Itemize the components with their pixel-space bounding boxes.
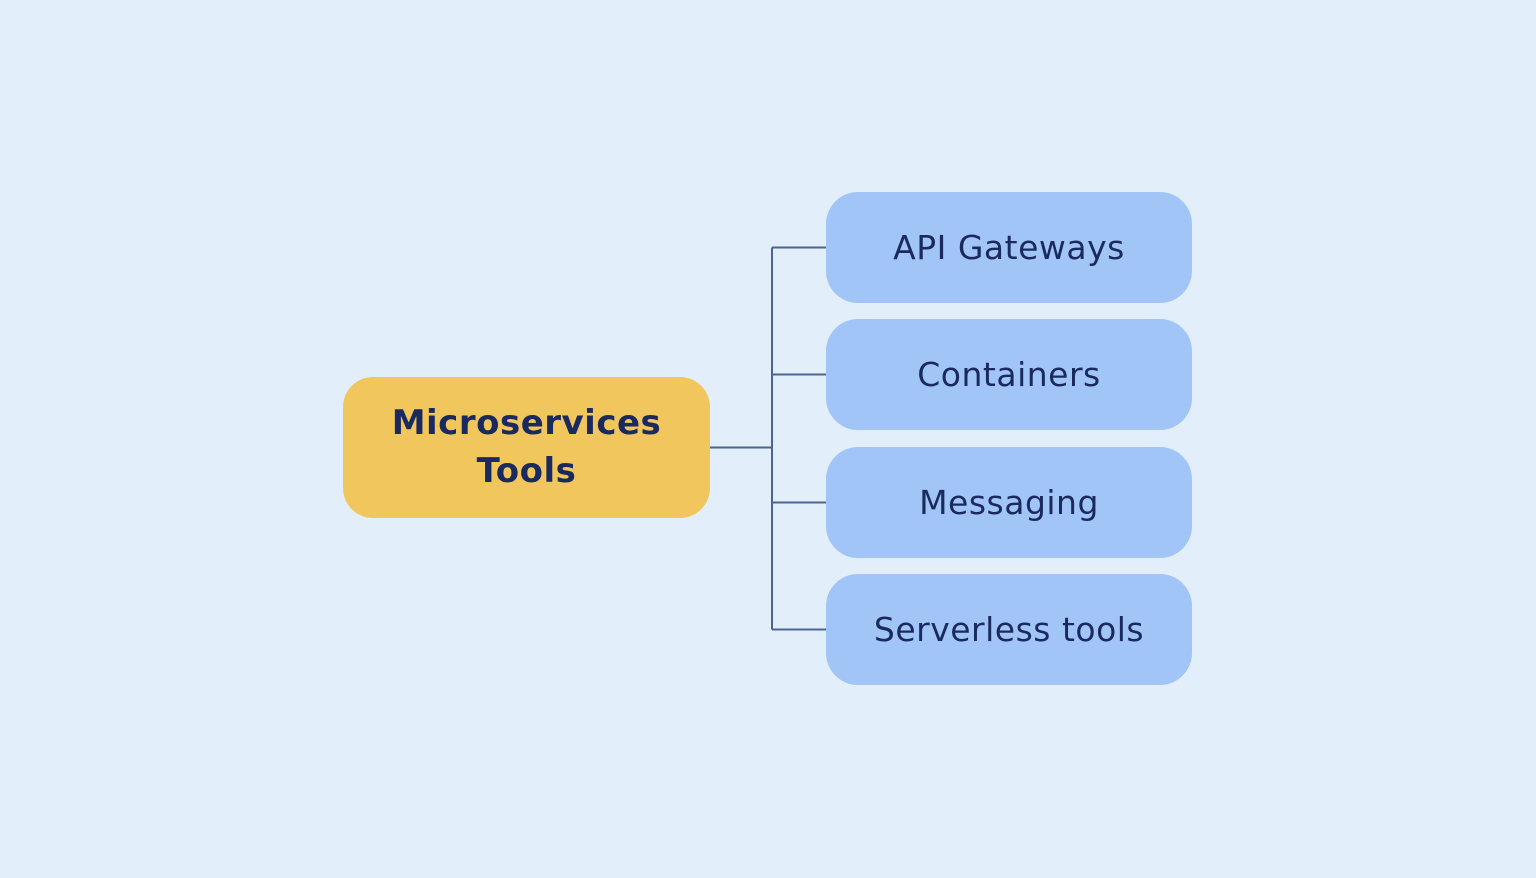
node-api-gateways[interactable]: API Gateways [826, 192, 1192, 303]
node-containers[interactable]: Containers [826, 319, 1192, 430]
node-serverless-tools[interactable]: Serverless tools [826, 574, 1192, 685]
node-label: Serverless tools [873, 610, 1145, 649]
node-label: API Gateways [893, 228, 1125, 267]
node-label: Microservices Tools [391, 402, 662, 491]
node-messaging[interactable]: Messaging [826, 447, 1192, 558]
node-microservices-tools[interactable]: Microservices Tools [343, 377, 710, 518]
node-label: Messaging [919, 483, 1099, 522]
node-label: Containers [917, 355, 1101, 394]
